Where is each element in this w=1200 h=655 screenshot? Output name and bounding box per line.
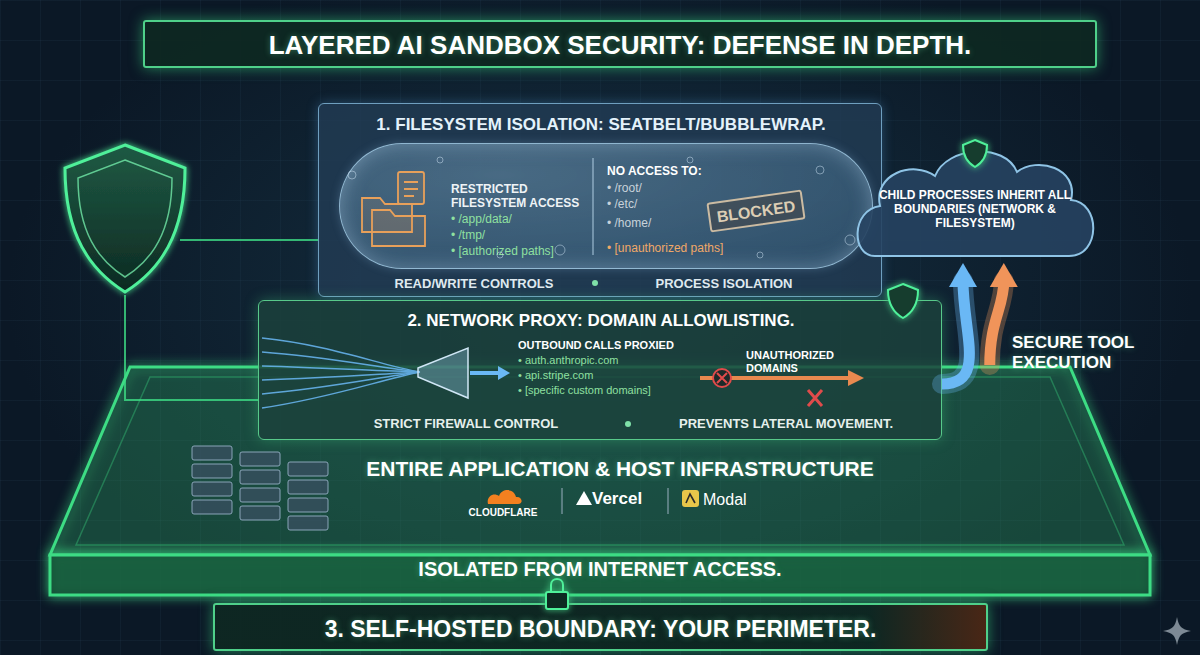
node-text: • [unauthorized paths] [607,241,807,255]
arrow-glow [990,281,1004,365]
title-banner: LAYERED AI SANDBOX SECURITY: DEFENSE IN … [143,20,1097,68]
node-heading: ENTIRE APPLICATION & HOST INFRASTRUCTURE [300,457,940,482]
shield-icon [65,145,185,292]
sparkle-watermark [1163,617,1191,645]
node-heading: RESTRICTED FILESYSTEM ACCESS [451,182,601,210]
node-heading: BLOCKED [709,197,803,228]
flow-arrow [942,263,977,384]
node-heading: CHILD PROCESSES INHERIT ALL BOUNDARIES (… [875,188,1075,230]
layer-panel: 2. NETWORK PROXY: DOMAIN ALLOWLISTING. OU… [258,300,942,440]
blocked-stamp: BLOCKED [706,189,805,232]
arrow-shaft [942,281,969,384]
node-text: • /app/data/ [451,212,621,226]
edge-label: SECURE TOOL EXECUTION [1012,333,1162,373]
node-text: • [specific custom domains] [518,384,738,397]
node-text: OUTBOUND CALLS PROXIED [518,339,738,352]
node-text: ISOLATED FROM INTERNET ACCESS. [300,558,900,582]
node-heading: 2. NETWORK PROXY: DOMAIN ALLOWLISTING. [259,311,943,331]
node-text: PREVENTS LATERAL MOVEMENT. [656,416,916,431]
title-text: LAYERED AI SANDBOX SECURITY: DEFENSE IN … [145,30,1095,61]
boundary-banner: 3. SELF-HOSTED BOUNDARY: YOUR PERIMETER. [213,603,988,651]
node-text: STRICT FIREWALL CONTROL [346,416,586,431]
layer-panel: 1. FILESYSTEM ISOLATION: SEATBELT/BUBBLE… [318,103,882,297]
shield-icon [65,145,185,292]
node-text: PROCESS ISOLATION [609,276,839,291]
node-text: UNAUTHORIZED DOMAINS [746,349,846,375]
cloud-outline [858,151,1094,256]
arrow-head [949,263,977,287]
node-text: Vercel [592,489,662,509]
node-text: • api.stripe.com [518,369,738,382]
node-heading: 3. SELF-HOSTED BOUNDARY: YOUR PERIMETER. [215,616,986,643]
node-text: • /root/ [607,181,757,195]
node-text: • [authorized paths] [451,244,621,258]
leader-line [180,239,318,241]
node-text: • auth.anthropic.com [518,354,738,367]
arrow-glow [942,281,969,384]
inherit-cloud: CHILD PROCESSES INHERIT ALL BOUNDARIES (… [855,138,1095,263]
node-text: NO ACCESS TO: [607,164,807,178]
platform-outline [50,367,1150,555]
node-heading: 1. FILESYSTEM ISOLATION: SEATBELT/BUBBLE… [319,115,883,135]
sparkle-watermark [1163,617,1191,645]
sandbox-capsule: RESTRICTED FILESYSTEM ACCESS • /app/data/… [339,143,873,269]
node-text: • /tmp/ [451,228,621,242]
platform-outline [76,377,1124,545]
arrow-head [990,263,1018,287]
node-text: CLOUDFLARE [458,507,548,519]
node-text: READ/WRITE CONTROLS [359,276,589,291]
arrow-shaft [990,281,1004,365]
shield-icon [78,160,172,277]
platform-front [50,555,1150,595]
node-text: Modal [703,491,773,510]
